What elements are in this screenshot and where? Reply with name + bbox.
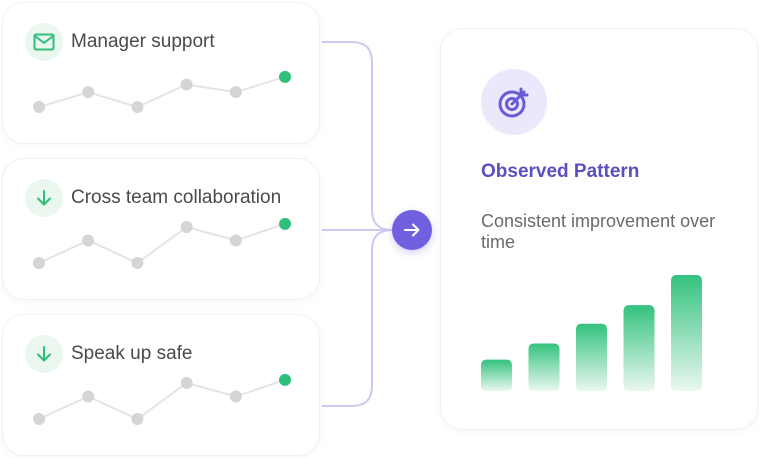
connector-line-bottom xyxy=(322,229,393,407)
metric-card-speak-up-safe: Speak up safe xyxy=(2,314,320,456)
trend-line xyxy=(38,222,286,265)
trend-sparkline xyxy=(33,373,291,425)
metric-header: Cross team collaboration xyxy=(25,179,281,217)
trend-line xyxy=(38,378,286,421)
arrow-right-icon xyxy=(404,223,420,237)
trend-point xyxy=(33,257,45,269)
result-title: Observed Pattern xyxy=(481,161,640,182)
trend-sparkline xyxy=(33,70,291,113)
arrow-right-button[interactable] xyxy=(392,210,432,250)
trend-sparkline xyxy=(33,217,291,269)
improvement-bar xyxy=(576,323,607,391)
trend-point xyxy=(229,234,242,247)
trend-point-latest xyxy=(279,70,291,83)
improvement-bar xyxy=(623,305,655,391)
trend-point xyxy=(82,86,95,99)
trend-point xyxy=(82,390,95,403)
trend-point xyxy=(229,86,242,99)
target-icon xyxy=(481,69,547,135)
trend-point xyxy=(180,78,193,91)
improvement-bar-chart xyxy=(481,275,702,391)
trend-point xyxy=(180,221,193,233)
trend-point xyxy=(229,390,242,403)
envelope-icon xyxy=(25,23,63,61)
trend-point-latest xyxy=(279,217,291,230)
improvement-bar xyxy=(671,275,702,391)
metric-header: Manager support xyxy=(25,23,215,61)
metric-card-manager-support: Manager support xyxy=(2,2,320,144)
connector-line-top xyxy=(322,41,393,231)
metric-card-cross-team-collaboration: Cross team collaboration xyxy=(2,158,320,300)
arrow-down-icon xyxy=(25,179,63,217)
result-description: Consistent improvement over time xyxy=(481,211,716,252)
improvement-bar xyxy=(528,343,560,391)
trend-line xyxy=(38,75,286,109)
trend-point xyxy=(131,101,144,113)
metric-title: Speak up safe xyxy=(71,343,193,364)
trend-point-latest xyxy=(279,373,291,386)
trend-point xyxy=(33,413,45,425)
observed-pattern-card: Observed Pattern Consistent improvement … xyxy=(440,28,758,430)
trend-point xyxy=(180,377,193,389)
improvement-bar xyxy=(481,359,512,391)
arrow-down-icon xyxy=(25,335,63,373)
trend-point xyxy=(131,413,144,425)
metric-title: Cross team collaboration xyxy=(71,187,282,208)
trend-point xyxy=(33,101,45,113)
trend-point xyxy=(82,234,95,247)
metric-header: Speak up safe xyxy=(25,335,192,373)
trend-point xyxy=(131,257,144,269)
metric-title: Manager support xyxy=(71,31,215,52)
